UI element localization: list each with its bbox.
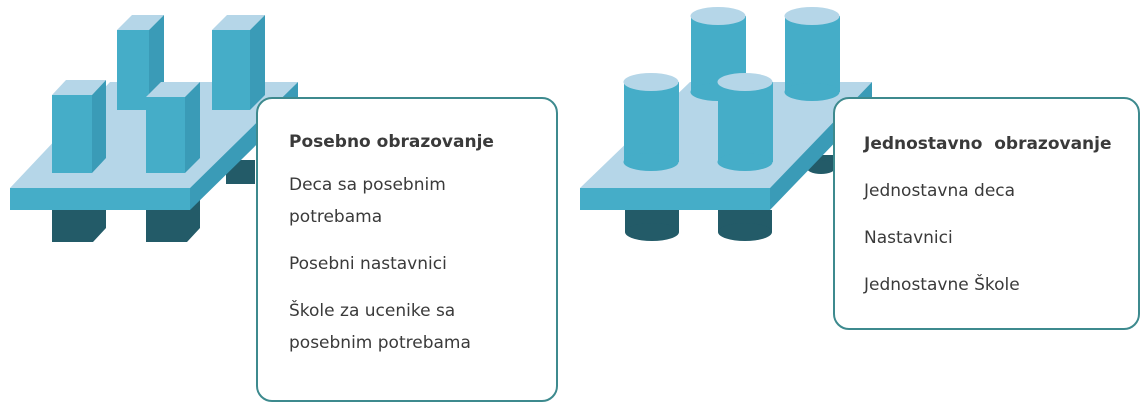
card-item: Deca sa posebnim potrebama: [289, 175, 446, 227]
card-item: Škole za ucenike sa posebnim potrebama: [289, 301, 471, 353]
left-platform-group: [10, 15, 298, 242]
left-block: [52, 80, 106, 173]
card-title: Posebno obrazovanje: [289, 132, 494, 152]
card-item: Jednostavne Škole: [864, 275, 1020, 295]
right-leg: [625, 210, 679, 241]
left-block: [146, 82, 200, 173]
right-cylinder: [784, 7, 840, 101]
card-item: Nastavnici: [864, 228, 953, 248]
left-block: [212, 15, 265, 110]
card-item: Posebni nastavnici: [289, 254, 447, 274]
right-cylinder: [717, 73, 773, 171]
card-item: Jednostavna deca: [864, 181, 1016, 201]
right-platform-group: [580, 7, 872, 241]
left-leg: [52, 197, 106, 242]
special-education-card: Posebno obrazovanje Deca sa posebnim pot…: [256, 97, 558, 402]
right-leg: [718, 210, 772, 241]
right-cylinder: [623, 73, 679, 171]
card-title: Jednostavno obrazovanje: [864, 134, 1112, 154]
left-leg: [146, 197, 200, 242]
regular-education-card: Jednostavno obrazovanje Jednostavna deca…: [833, 97, 1140, 330]
